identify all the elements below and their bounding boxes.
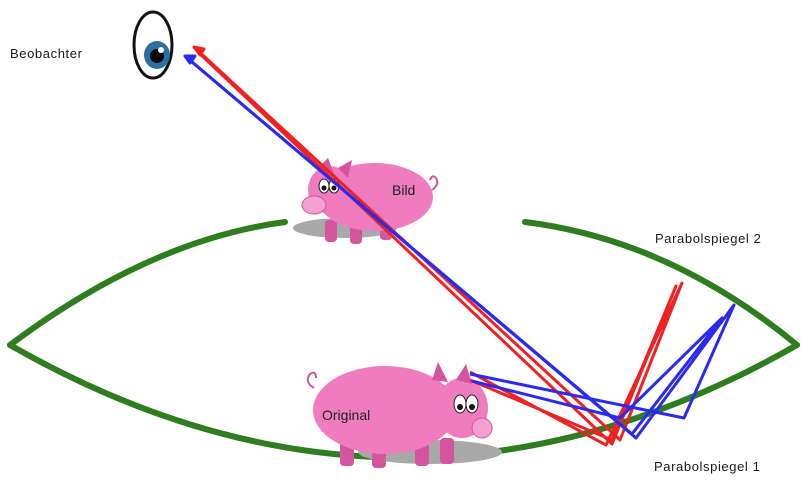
observer-label: Beobachter	[10, 46, 83, 61]
original-pig	[306, 362, 493, 468]
image-label: Bild	[392, 182, 415, 198]
original-label: Original	[322, 407, 370, 423]
red-rays	[192, 45, 684, 447]
blue-rays	[183, 54, 736, 440]
parabolic-mirror-top	[7, 219, 800, 348]
mirror-top-label: Parabolspiegel 2	[655, 231, 761, 246]
eye-icon	[132, 10, 174, 80]
mirror-bottom-label: Parabolspiegel 1	[654, 459, 760, 474]
